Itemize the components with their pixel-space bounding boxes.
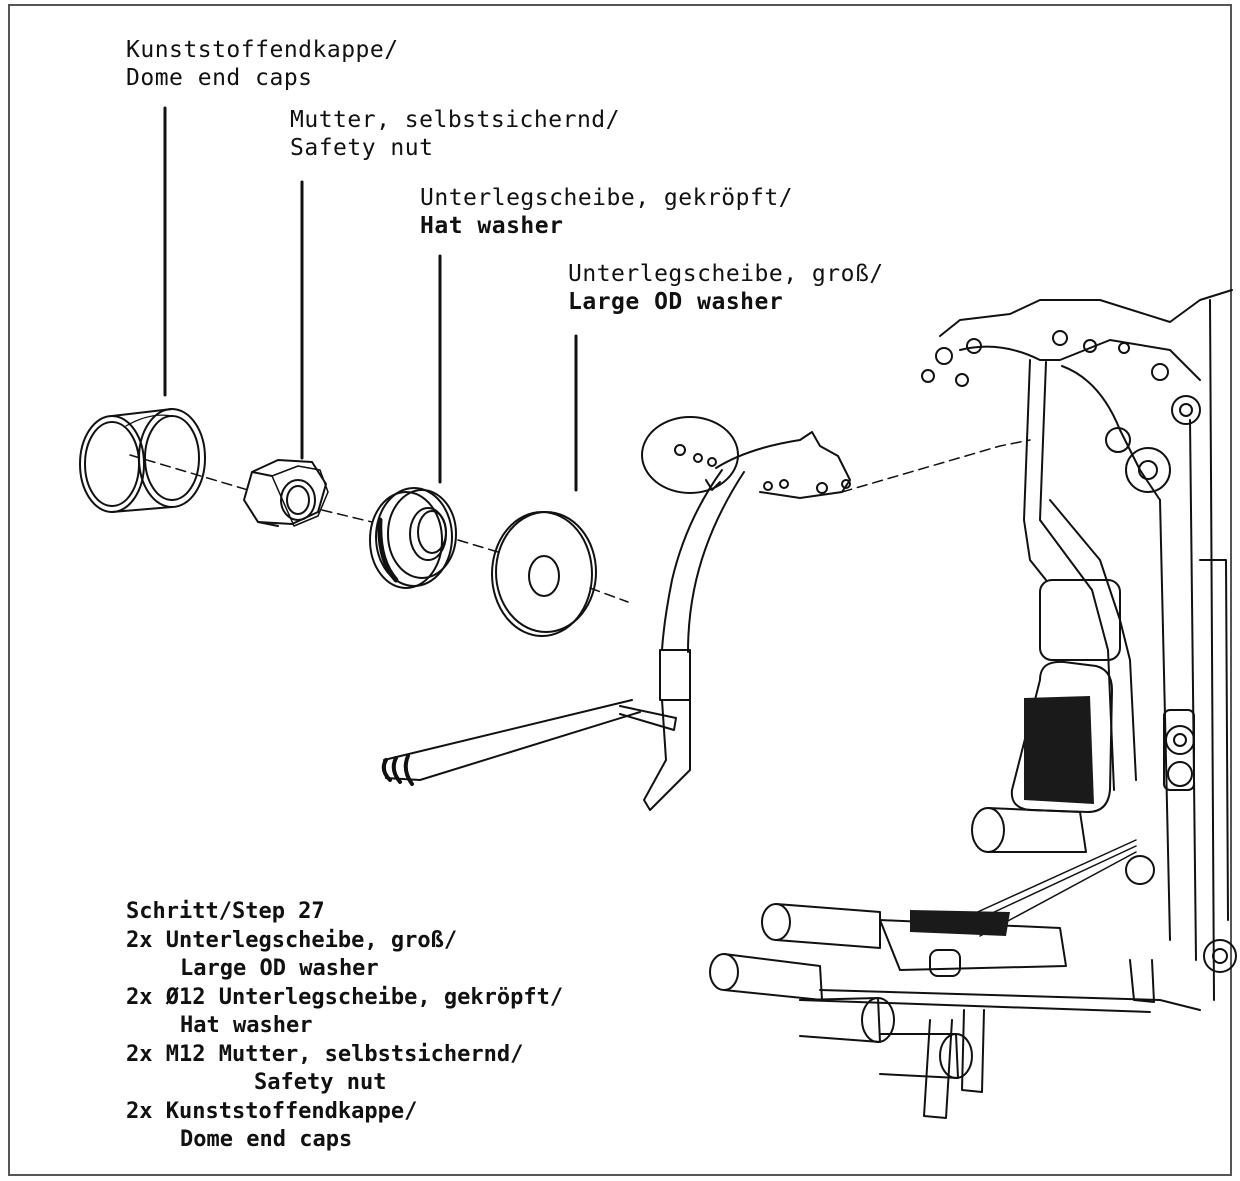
step-item-3-de: 2x M12 Mutter, selbstsichernd/ bbox=[126, 1041, 524, 1067]
leader-lines bbox=[163, 106, 578, 492]
safety-nut-part bbox=[243, 459, 329, 527]
step-title: Schritt/Step 27 bbox=[126, 899, 325, 924]
step-item-2-de: 2x Ø12 Unterlegscheibe, gekröpft/ bbox=[126, 984, 564, 1010]
large-od-washer-part bbox=[491, 511, 597, 637]
label-hat-washer-de: Unterlegscheibe, gekröpft/ bbox=[420, 185, 794, 211]
dome-end-cap-part bbox=[79, 408, 206, 513]
seat-fill bbox=[910, 910, 1010, 936]
step-item-4-en: Dome end caps bbox=[180, 1127, 353, 1152]
assembly-axis bbox=[129, 439, 1031, 603]
label-dome-end-caps: Kunststoffendkappe/ Dome end caps bbox=[126, 36, 399, 92]
label-hat-washer: Unterlegscheibe, gekröpft/ Hat washer bbox=[420, 184, 793, 240]
label-dome-end-caps-en: Dome end caps bbox=[126, 65, 313, 91]
label-dome-end-caps-de: Kunststoffendkappe/ bbox=[126, 37, 399, 63]
label-large-od-washer: Unterlegscheibe, groß/ Large OD washer bbox=[568, 260, 884, 316]
step-parts-list: Schritt/Step 27 2x Unterlegscheibe, groß… bbox=[126, 898, 563, 1155]
label-hat-washer-en: Hat washer bbox=[420, 213, 564, 239]
label-safety-nut-de: Mutter, selbstsichernd/ bbox=[290, 107, 620, 133]
arm-assembly bbox=[381, 416, 851, 811]
machine-frame bbox=[709, 289, 1237, 1119]
label-large-od-washer-en: Large OD washer bbox=[568, 289, 784, 315]
step-item-1-de: 2x Unterlegscheibe, groß/ bbox=[126, 927, 458, 953]
diagram-frame bbox=[8, 4, 1232, 1176]
step-item-2-en: Hat washer bbox=[180, 1013, 313, 1038]
label-safety-nut: Mutter, selbstsichernd/ Safety nut bbox=[290, 106, 620, 162]
step-item-3-en: Safety nut bbox=[254, 1070, 387, 1095]
hat-washer-part bbox=[369, 487, 457, 589]
label-safety-nut-en: Safety nut bbox=[290, 135, 434, 161]
step-item-1-en: Large OD washer bbox=[180, 956, 379, 981]
label-large-od-washer-de: Unterlegscheibe, groß/ bbox=[568, 261, 884, 287]
step-item-4-de: 2x Kunststoffendkappe/ bbox=[126, 1098, 418, 1124]
back-pad-fill bbox=[1024, 696, 1094, 804]
